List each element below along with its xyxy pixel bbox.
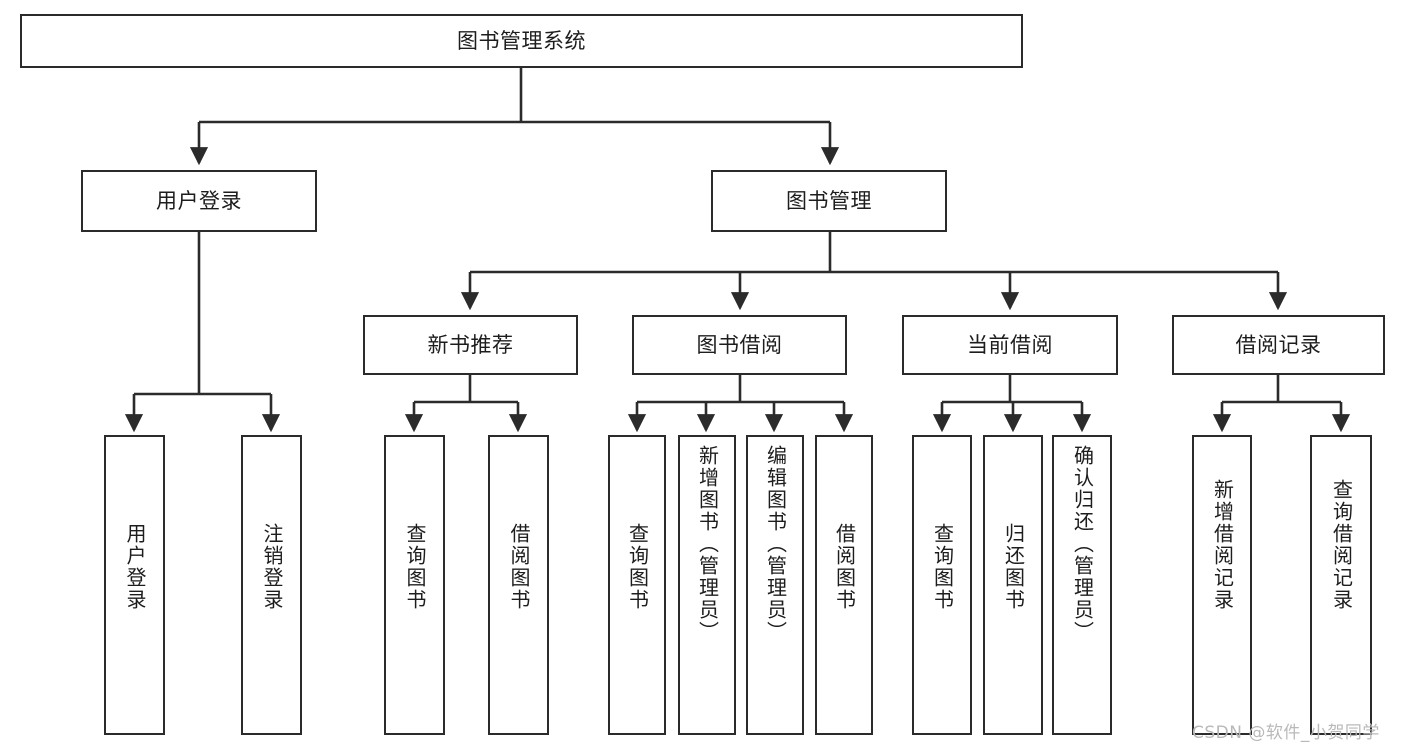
node-label: 确认归还（管理员） xyxy=(1070,445,1095,643)
node-label: 图书借阅 xyxy=(696,332,783,357)
node-label: 用户登录 xyxy=(123,523,147,611)
node-book-borrowing[interactable]: 图书借阅 xyxy=(632,315,847,375)
node-new-book-recommendation[interactable]: 新书推荐 xyxy=(363,315,578,375)
node-user-login[interactable]: 用户登录 xyxy=(81,170,317,232)
node-label: 查询借阅记录 xyxy=(1329,479,1354,611)
leaf-borrow-book-recommendation[interactable]: 借阅图书 xyxy=(488,435,549,735)
leaf-borrow-book-borrowing[interactable]: 借阅图书 xyxy=(815,435,873,735)
leaf-query-book-recommendation[interactable]: 查询图书 xyxy=(384,435,445,735)
node-label: 新增借阅记录 xyxy=(1210,479,1235,611)
node-book-management[interactable]: 图书管理 xyxy=(711,170,947,232)
node-label: 查询图书 xyxy=(930,523,955,611)
node-label: 借阅记录 xyxy=(1235,332,1322,357)
leaf-user-login[interactable]: 用户登录 xyxy=(104,435,165,735)
node-current-borrowing[interactable]: 当前借阅 xyxy=(902,315,1118,375)
leaf-add-book-admin[interactable]: 新增图书（管理员） xyxy=(678,435,736,735)
leaf-edit-book-admin[interactable]: 编辑图书（管理员） xyxy=(746,435,804,735)
leaf-return-book[interactable]: 归还图书 xyxy=(983,435,1043,735)
node-borrowing-records[interactable]: 借阅记录 xyxy=(1172,315,1385,375)
node-label: 查询图书 xyxy=(403,523,427,611)
node-label: 当前借阅 xyxy=(967,332,1053,357)
node-label: 新增图书（管理员） xyxy=(695,445,720,643)
node-label: 查询图书 xyxy=(625,523,650,611)
leaf-query-book-current[interactable]: 查询图书 xyxy=(912,435,972,735)
node-label: 归还图书 xyxy=(1001,523,1026,611)
node-label: 新书推荐 xyxy=(427,332,514,357)
node-label: 借阅图书 xyxy=(507,523,531,611)
leaf-confirm-return-admin[interactable]: 确认归还（管理员） xyxy=(1052,435,1112,735)
leaf-query-borrowing-record[interactable]: 查询借阅记录 xyxy=(1310,435,1372,735)
node-label: 图书管理系统 xyxy=(457,28,586,53)
leaf-logout[interactable]: 注销登录 xyxy=(241,435,302,735)
node-label: 用户登录 xyxy=(156,188,242,213)
leaf-add-borrowing-record[interactable]: 新增借阅记录 xyxy=(1192,435,1252,735)
node-label: 图书管理 xyxy=(786,188,872,213)
leaf-query-book-borrowing[interactable]: 查询图书 xyxy=(608,435,666,735)
node-root-book-management-system[interactable]: 图书管理系统 xyxy=(20,14,1023,68)
csdn-watermark: CSDN @软件_小贺同学 xyxy=(1192,723,1380,743)
node-label: 编辑图书（管理员） xyxy=(763,445,788,643)
node-label: 注销登录 xyxy=(260,523,284,611)
node-label: 借阅图书 xyxy=(832,523,857,611)
